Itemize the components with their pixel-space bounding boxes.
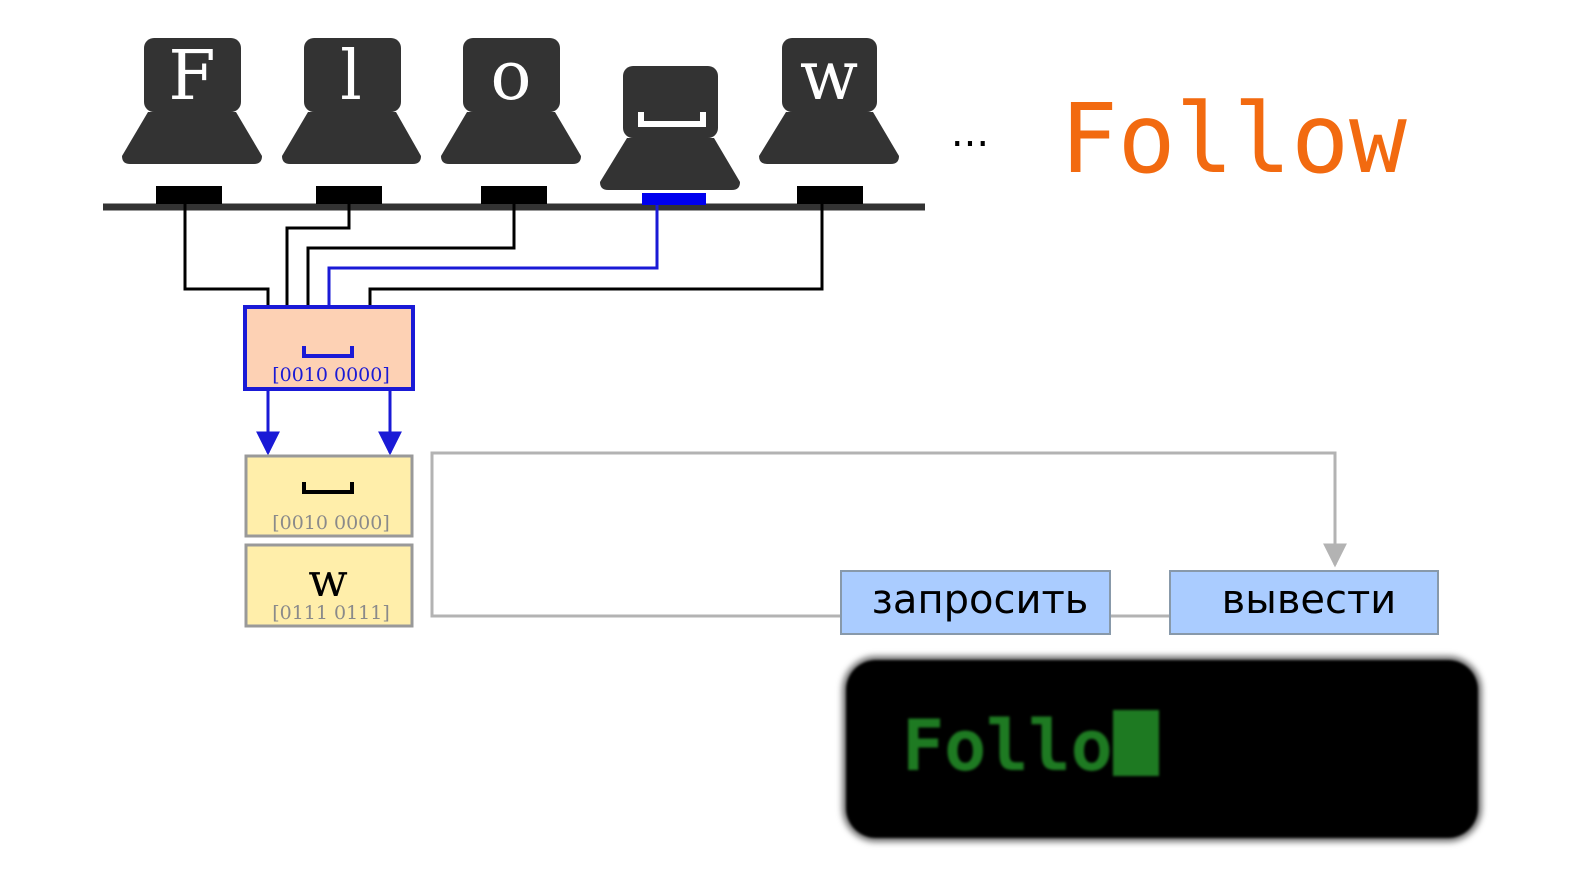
keyboard-3: o xyxy=(441,37,581,204)
queue-cell-2: w [0111 0111] xyxy=(244,543,414,628)
terminal-text: Follo xyxy=(902,705,1113,787)
key-port xyxy=(156,186,222,204)
terminal-screen: Follo xyxy=(846,660,1478,838)
key-port xyxy=(316,186,382,204)
queue-code: [0111 0111] xyxy=(272,602,390,624)
wire-key-4 xyxy=(327,204,659,308)
keyboard-2: l xyxy=(282,37,421,204)
space-symbol-icon xyxy=(302,346,354,358)
keyboard-4-active xyxy=(600,66,740,205)
key-cap xyxy=(463,38,560,112)
wires xyxy=(183,204,824,308)
key-base xyxy=(282,112,421,164)
wire-key-2 xyxy=(285,204,351,308)
key-port-active xyxy=(642,193,706,205)
wire-key-1 xyxy=(183,204,270,308)
key-letter: l xyxy=(340,37,362,116)
typed-word-title: Follow xyxy=(1060,83,1407,195)
key-port xyxy=(797,186,863,204)
wire-key-5 xyxy=(368,204,824,308)
loop-wire xyxy=(430,451,1347,618)
keyboard-1: F xyxy=(122,37,262,204)
key-cap xyxy=(623,66,718,138)
space-symbol-icon xyxy=(302,482,354,494)
space-symbol-icon xyxy=(638,112,706,127)
key-base xyxy=(122,112,262,164)
queue-symbol: w xyxy=(308,553,347,607)
key-cap xyxy=(144,38,241,112)
terminal-cursor xyxy=(1112,710,1159,776)
queue-cell-1: [0010 0000] xyxy=(244,454,414,538)
request-button[interactable]: запросить xyxy=(840,570,1111,635)
key-port xyxy=(481,186,547,204)
key-letter: o xyxy=(491,37,532,116)
key-base xyxy=(600,138,740,190)
key-cap xyxy=(304,38,401,112)
buffer-code: [0010 0000] xyxy=(272,364,390,386)
keyboards: F l o w xyxy=(122,37,899,205)
terminal-output: Follo xyxy=(902,706,1159,786)
request-button-label: запросить xyxy=(872,577,1089,623)
key-letter: w xyxy=(800,37,858,116)
output-button[interactable]: вывести xyxy=(1169,570,1439,635)
output-button-label: вывести xyxy=(1222,577,1397,623)
keyboard-5: w xyxy=(759,37,899,204)
wire-key-3 xyxy=(306,204,516,308)
key-base xyxy=(759,112,899,164)
key-base xyxy=(441,112,581,164)
queue: [0010 0000] w [0111 0111] xyxy=(244,454,414,628)
ellipsis: ... xyxy=(951,110,989,156)
key-cap xyxy=(782,38,877,112)
input-buffer: [0010 0000] xyxy=(243,305,415,391)
key-letter: F xyxy=(168,37,215,116)
queue-code: [0010 0000] xyxy=(272,512,390,534)
